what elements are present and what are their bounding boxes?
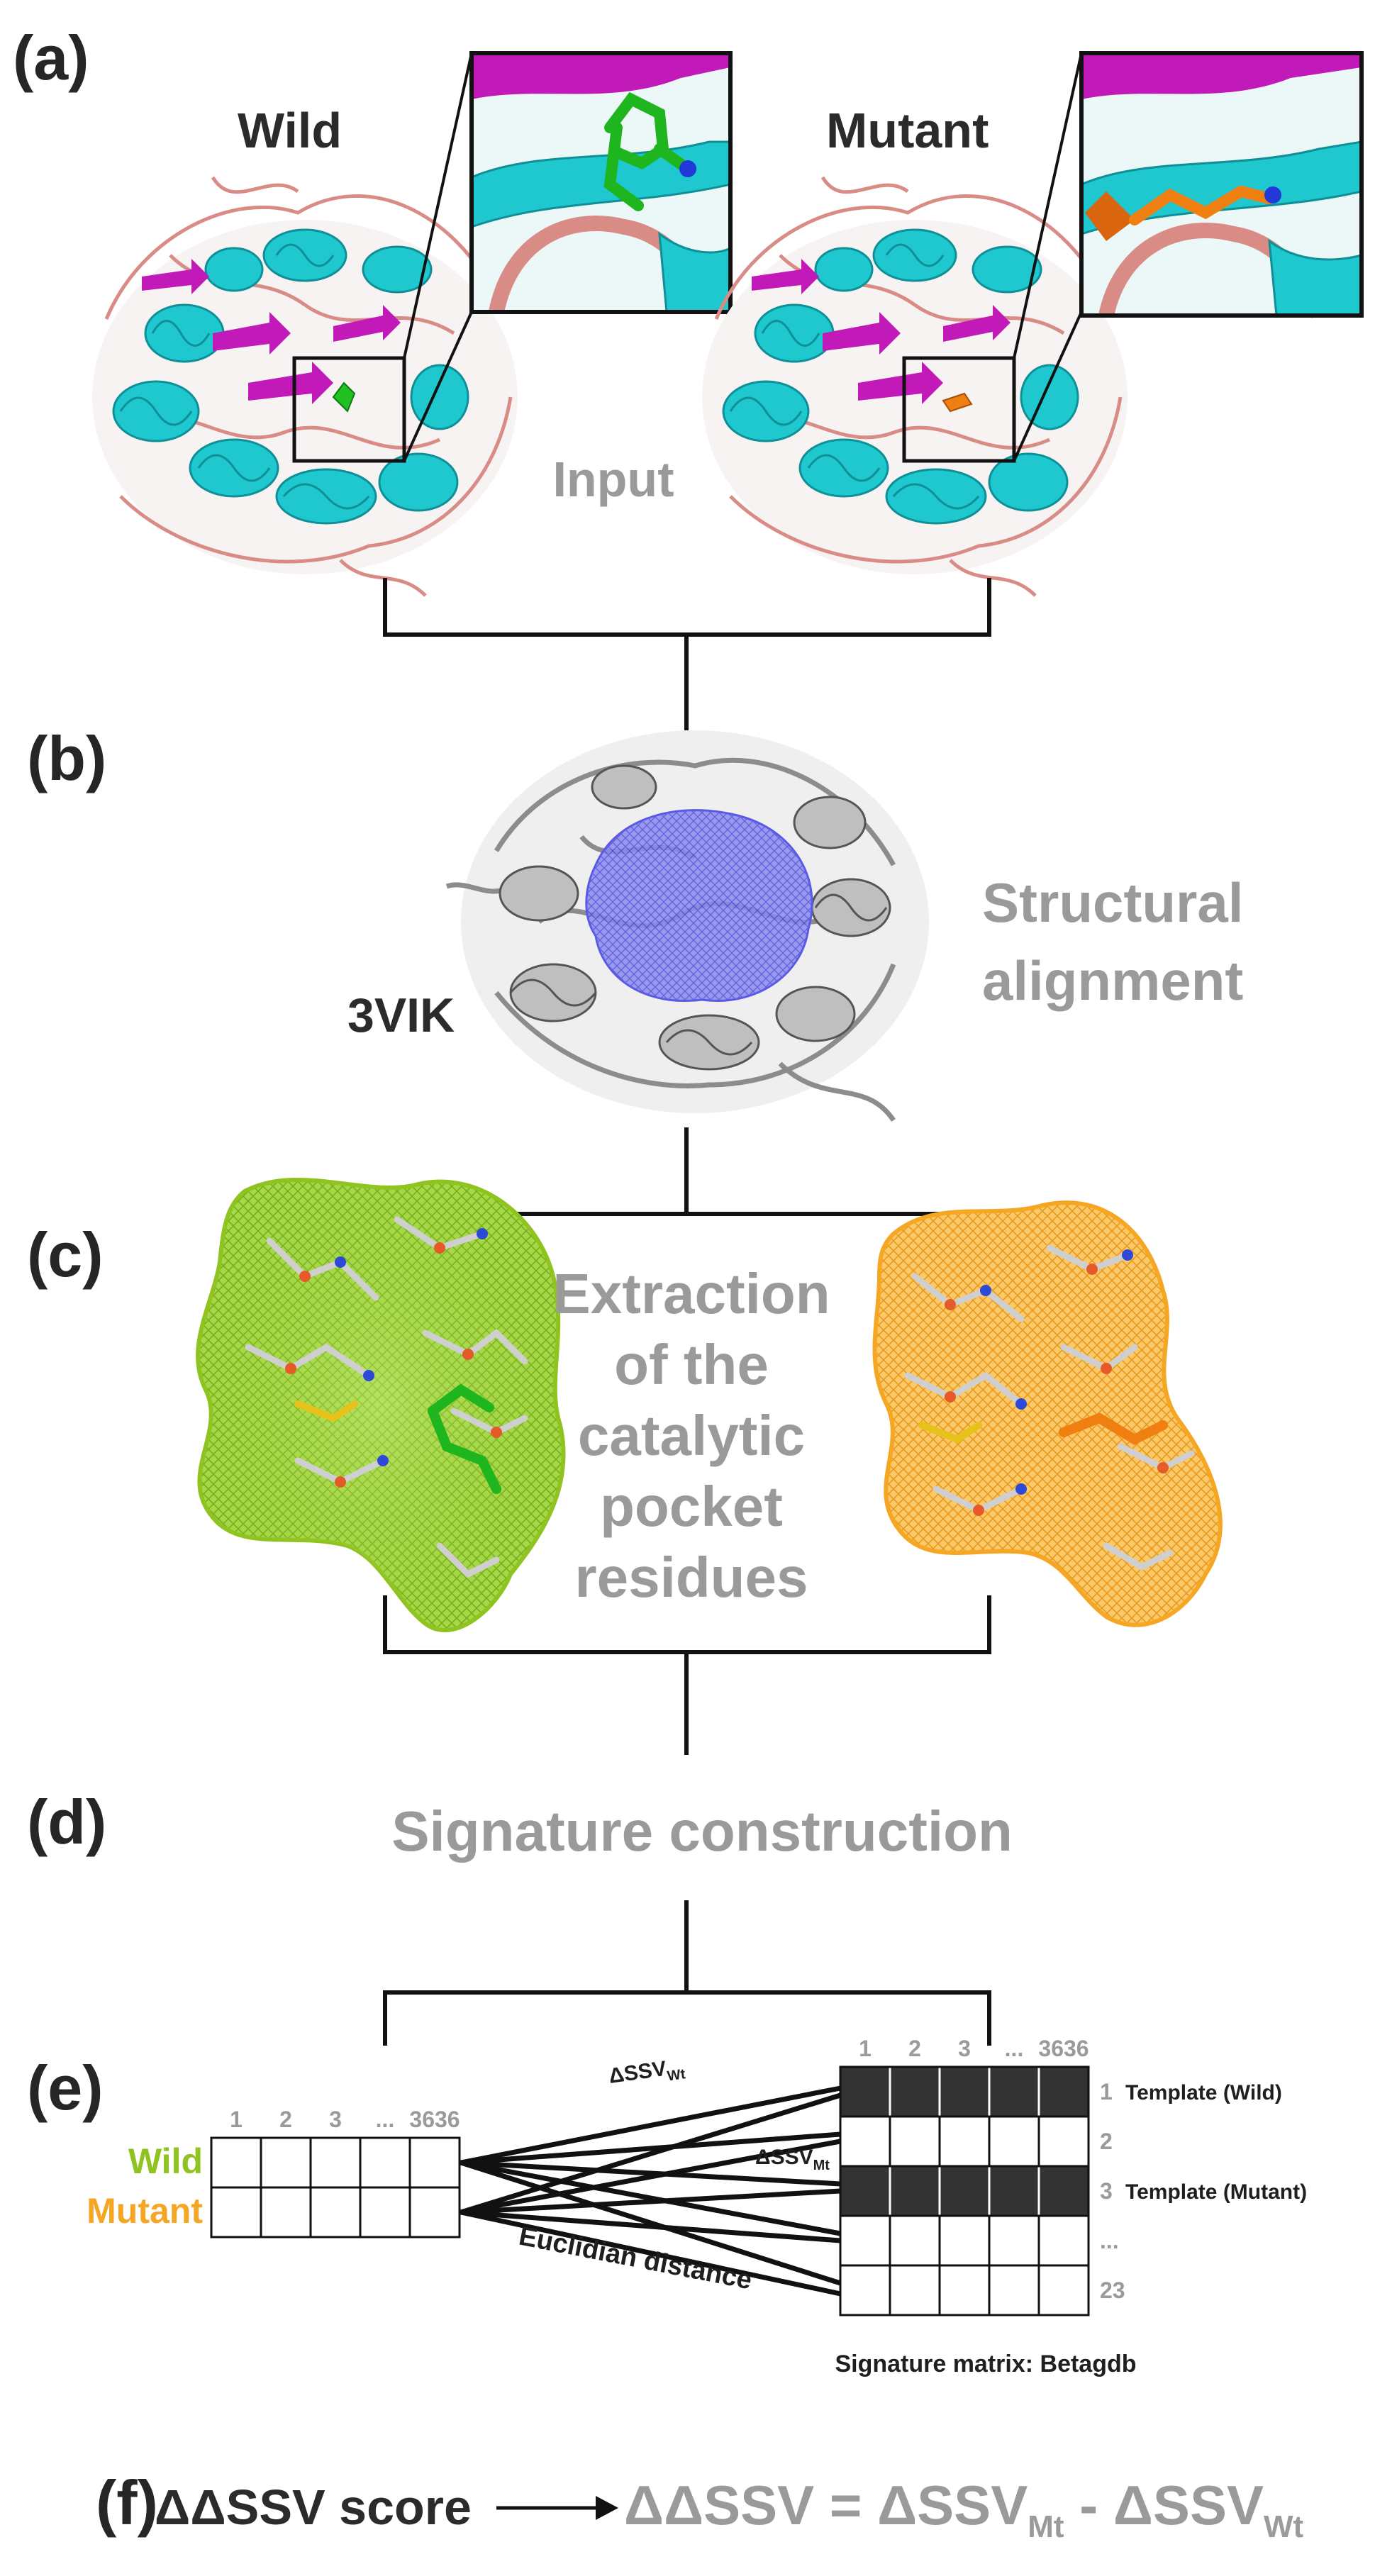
matrix-row: 1 Template (Wild)	[839, 2065, 1282, 2118]
distance-connections	[458, 2085, 843, 2297]
svg-text:catalytic: catalytic	[578, 1404, 805, 1467]
mutant-zoom-inset	[1079, 51, 1364, 318]
matrix-row-label: Template (Wild)	[1125, 2081, 1282, 2104]
matrix-cell	[1037, 2214, 1090, 2267]
matrix-cell	[938, 2065, 991, 2118]
matrix-cell	[938, 2165, 991, 2217]
matrix-cell	[839, 2165, 891, 2217]
matrix-row-index: ...	[1100, 2228, 1119, 2253]
matrix-cell	[1037, 2264, 1090, 2316]
ssv-wt-distance-label: ΔSSVWt	[607, 2054, 686, 2092]
matrix-column-header: 2	[908, 2036, 921, 2061]
signature-matrix-caption: Signature matrix: Betagdb	[835, 2351, 1136, 2377]
matrix-row: ...	[839, 2214, 1119, 2267]
mutant-protein-structure	[702, 52, 1128, 597]
matrix-cell	[1037, 2115, 1090, 2168]
input-column-header: 3	[329, 2107, 342, 2132]
matrix-row: 3 Template (Mutant)	[839, 2165, 1307, 2217]
matrix-cell	[1037, 2165, 1090, 2217]
mutant-catalytic-pocket	[872, 1200, 1223, 1627]
svg-text:ΔSSVWt: ΔSSVWt	[607, 2054, 686, 2092]
ddssv-score-label: ΔΔSSV score	[155, 2480, 472, 2535]
alignment-step-line-2: alignment	[982, 949, 1243, 1012]
input-signature-table: 1 2 3... 3636 Wild Mutant	[87, 2107, 461, 2238]
input-column-header: 3636	[409, 2107, 460, 2132]
matrix-column-header: 3636	[1038, 2036, 1089, 2061]
mutant-row-label: Mutant	[87, 2191, 203, 2231]
input-step-label: Input	[552, 452, 674, 507]
arrow-icon	[496, 2496, 618, 2520]
matrix-row-index: 23	[1100, 2277, 1125, 2303]
matrix-row-index: 3	[1100, 2178, 1113, 2204]
svg-text:pocket: pocket	[600, 1475, 783, 1538]
input-column-header: 1	[230, 2107, 243, 2132]
template-pdb-label: 3VIK	[347, 988, 455, 1042]
svg-text:ΔSSVMt: ΔSSVMt	[755, 2146, 830, 2173]
matrix-cell	[889, 2214, 941, 2267]
matrix-cell	[1037, 2065, 1090, 2118]
matrix-cell	[938, 2214, 991, 2267]
matrix-row: 23	[839, 2264, 1125, 2316]
matrix-row-index: 2	[1100, 2129, 1113, 2154]
matrix-cell	[988, 2065, 1040, 2118]
panel-label-f: (f)	[96, 2468, 158, 2538]
wild-label: Wild	[238, 103, 342, 158]
input-column-header: ...	[376, 2107, 395, 2132]
extraction-step-label: Extraction of the catalytic pocket resid…	[552, 1262, 830, 1609]
svg-text:of the: of the	[614, 1333, 769, 1396]
matrix-cell	[988, 2214, 1040, 2267]
matrix-cell	[988, 2264, 1040, 2316]
matrix-row-border	[839, 2264, 1090, 2316]
wild-protein-structure	[92, 52, 518, 597]
panel-label-c: (c)	[27, 1220, 104, 1290]
matrix-cell	[988, 2115, 1040, 2168]
svg-text:Extraction: Extraction	[552, 1262, 830, 1325]
ssv-mt-distance-label: ΔSSVMt	[755, 2146, 830, 2173]
matrix-cell	[889, 2065, 941, 2118]
mutant-label: Mutant	[826, 103, 989, 158]
matrix-column-header: ...	[1005, 2036, 1024, 2061]
input-column-header: 2	[279, 2107, 292, 2132]
matrix-cell	[839, 2115, 891, 2168]
svg-text:residues: residues	[574, 1546, 808, 1609]
matrix-cell	[938, 2115, 991, 2168]
panel-label-a: (a)	[13, 23, 89, 93]
matrix-column-header: 1	[859, 2036, 872, 2061]
panel-label-d: (d)	[27, 1787, 106, 1857]
bracket-d-to-e	[383, 1900, 991, 2046]
matrix-cell	[889, 2115, 941, 2168]
aligned-template-structure	[445, 730, 929, 1122]
matrix-cell	[988, 2165, 1040, 2217]
bracket-a-to-b	[383, 578, 991, 730]
panel-label-b: (b)	[27, 723, 106, 793]
matrix-column-header: 3	[958, 2036, 971, 2061]
matrix-row: 2	[839, 2115, 1113, 2168]
panel-label-e: (e)	[27, 2053, 104, 2123]
matrix-cell	[889, 2264, 941, 2316]
signature-step-label: Signature construction	[391, 1800, 1013, 1863]
matrix-row-index: 1	[1100, 2079, 1113, 2104]
wild-zoom-inset	[469, 51, 733, 315]
ddssv-equation: ΔΔSSV = ΔSSVMt - ΔSSVWt	[624, 2474, 1304, 2544]
alignment-step-line-1: Structural	[982, 871, 1243, 934]
matrix-cell	[938, 2264, 991, 2316]
matrix-cell	[839, 2264, 891, 2316]
matrix-cell	[839, 2065, 891, 2118]
wild-catalytic-pocket	[196, 1177, 566, 1633]
wild-row-label: Wild	[128, 2141, 203, 2181]
matrix-cell	[889, 2165, 941, 2217]
matrix-cell	[839, 2214, 891, 2267]
bracket-c-to-d	[383, 1595, 991, 1755]
matrix-row-label: Template (Mutant)	[1125, 2180, 1307, 2204]
